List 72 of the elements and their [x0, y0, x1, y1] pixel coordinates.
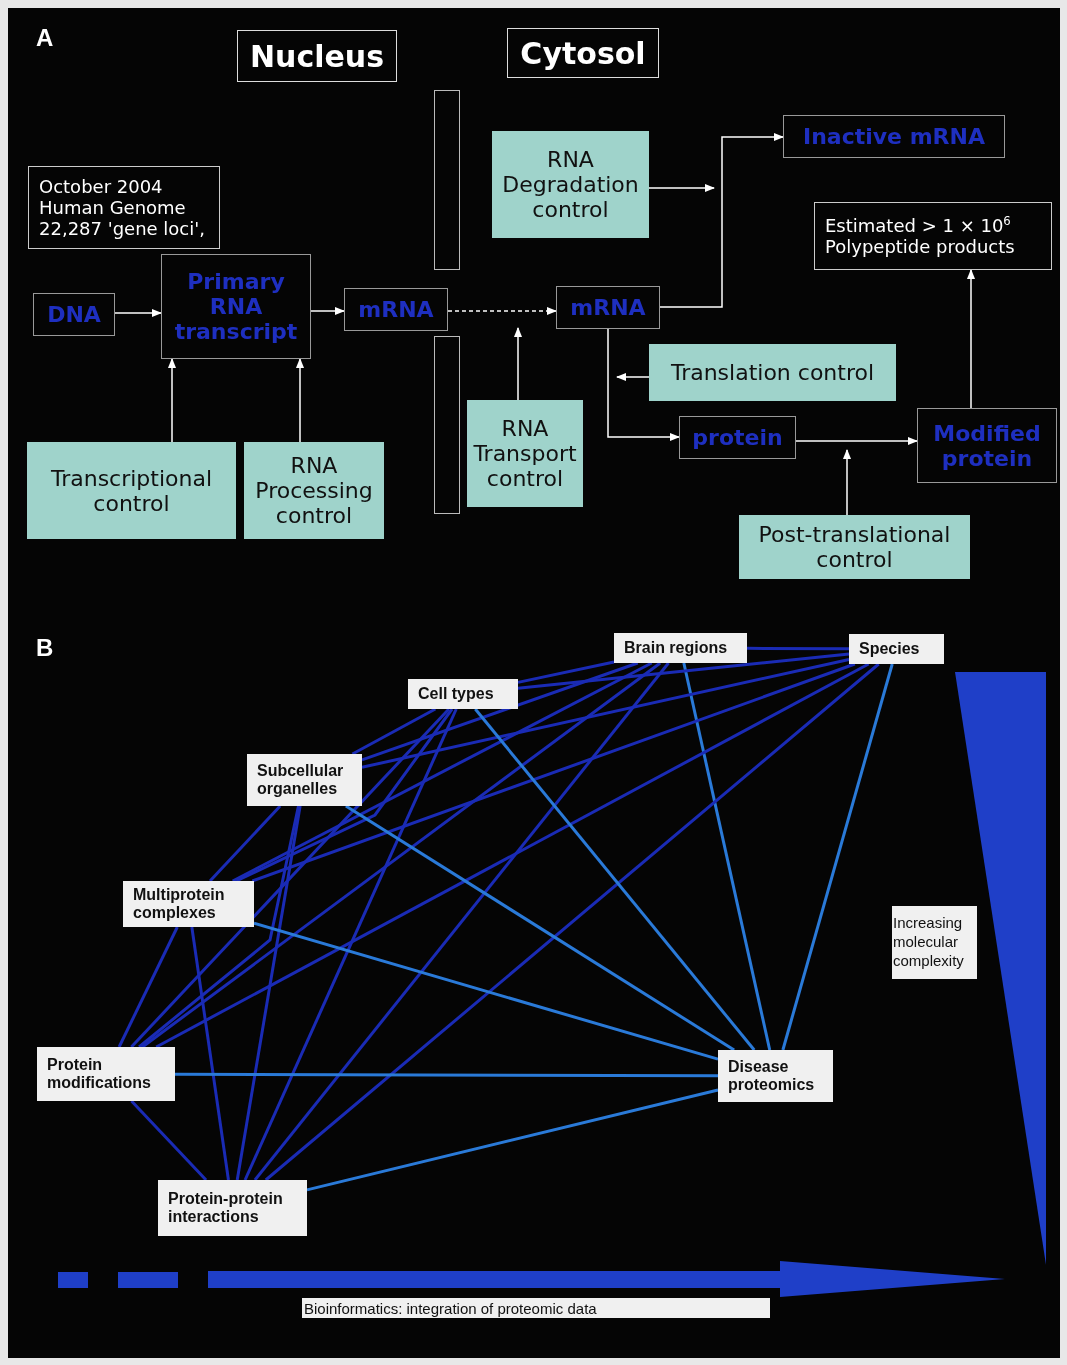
- arrow: [795, 436, 919, 446]
- connector-line: [117, 926, 179, 1048]
- arrow: [295, 357, 305, 443]
- molecule-box: Primary RNA transcript: [161, 254, 311, 359]
- category-box: Cell types: [408, 679, 518, 709]
- category-box: Subcellular organelles: [247, 754, 362, 806]
- connector-line: [138, 805, 300, 1049]
- compartment-heading: Cytosol: [507, 28, 659, 78]
- molecule-box: protein: [679, 416, 796, 459]
- axis-label-box: Bioinformatics: integration of proteomic data: [302, 1298, 770, 1318]
- arrow: [615, 372, 650, 382]
- category-box: Brain regions: [614, 633, 747, 663]
- connector-line: [517, 652, 850, 690]
- connector-line: [264, 662, 880, 1182]
- membrane-bar: [434, 90, 460, 270]
- arrow: [513, 326, 523, 401]
- compartment-heading: Nucleus: [237, 30, 397, 82]
- molecule-box: mRNA: [556, 286, 660, 329]
- panel-label: B: [36, 634, 54, 662]
- category-box: Protein modifications: [37, 1047, 175, 1101]
- connector-line: [474, 708, 756, 1051]
- molecule-box: Modified protein: [917, 408, 1057, 483]
- connector-line: [190, 926, 230, 1181]
- arrow: [607, 328, 681, 442]
- note-box: Estimated > 1 × 10$^{6}$ Polypeptide products: [814, 202, 1052, 270]
- control-box: Transcriptional control: [27, 442, 236, 539]
- connector-line: [141, 661, 662, 1049]
- arrow: [966, 268, 976, 409]
- connector-line: [351, 707, 437, 756]
- connector-line: [361, 658, 850, 769]
- connector-line: [306, 1088, 719, 1192]
- category-box: Disease proteomics: [718, 1050, 833, 1102]
- connector-line: [345, 804, 735, 1052]
- arrow: [114, 308, 163, 318]
- connector-line: [517, 660, 615, 684]
- category-box: Protein-protein interactions: [158, 1180, 307, 1236]
- control-box: Post-translational control: [739, 515, 970, 579]
- molecule-box: mRNA: [344, 288, 448, 331]
- connector-line: [155, 662, 870, 1049]
- arrow: [842, 448, 852, 516]
- connector-line: [235, 805, 302, 1181]
- arrow: [447, 306, 558, 316]
- connector-line: [130, 707, 450, 1049]
- arrow: [659, 132, 785, 308]
- connector-line: [781, 663, 894, 1051]
- arrow: [310, 306, 346, 316]
- connector-line: [243, 708, 458, 1181]
- connector-line: [682, 662, 772, 1051]
- arrow: [167, 357, 177, 443]
- axis-label-box: Increasing molecular complexity: [892, 906, 977, 979]
- connector-line: [253, 662, 670, 1181]
- control-box: RNA Transport control: [467, 400, 583, 507]
- connector-line: [235, 708, 454, 883]
- note-box: October 2004 Human Genome 22,287 'gene loci',: [28, 166, 220, 249]
- connector-line: [251, 662, 856, 883]
- category-box: Multiprotein complexes: [123, 881, 254, 927]
- connector-line: [361, 661, 639, 762]
- molecule-box: Inactive mRNA: [783, 115, 1005, 158]
- connector-line: [253, 921, 719, 1061]
- connector-line: [208, 804, 282, 883]
- panel-label: A: [36, 24, 54, 52]
- control-box: RNA Degradation control: [492, 131, 649, 238]
- control-box: Translation control: [649, 344, 896, 401]
- connector-line: [232, 661, 653, 883]
- arrow: [648, 183, 716, 193]
- molecule-box: DNA: [33, 293, 115, 336]
- control-box: RNA Processing control: [244, 442, 384, 539]
- connector-line: [130, 1099, 208, 1182]
- membrane-bar: [434, 336, 460, 514]
- connector-line: [175, 1072, 718, 1078]
- connector-line: [747, 646, 849, 651]
- category-box: Species: [849, 634, 944, 664]
